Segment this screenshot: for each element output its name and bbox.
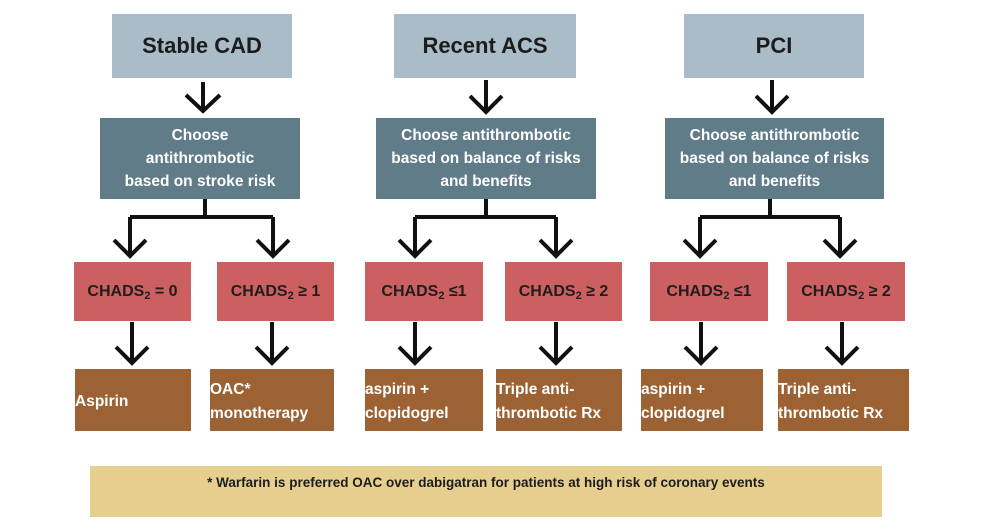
recent-acs-choose-box: Choose antithrombotic based on balance o… — [376, 118, 596, 199]
pci-title: PCI — [755, 33, 793, 58]
pci-choose-box: Choose antithrombotic based on balance o… — [665, 118, 884, 199]
chads-ge-2-box: CHADS2 ≥ 2 — [787, 262, 905, 321]
footnote-text: * Warfarin is preferred OAC over dabigat… — [207, 475, 765, 490]
stable-cad-header: Stable CAD — [112, 14, 292, 78]
pci-header: PCI — [684, 14, 864, 78]
aspirin-clopidogrel-box: aspirin + clopidogrel — [641, 369, 763, 431]
treatment-line-2: clopidogrel — [365, 405, 449, 422]
chads-label: CHADS2 ≥ 2 — [801, 282, 891, 302]
stable-cad-choose-box: Choose antithrombotic based on stroke ri… — [100, 118, 300, 199]
treatment-line-1: Triple anti- — [496, 381, 575, 398]
treatment-line-2: monotherapy — [210, 405, 309, 422]
choose-line-1: Choose antithrombotic — [689, 127, 860, 144]
chads-le-1-box: CHADS2 ≤1 — [365, 262, 483, 321]
treatment-line-2: thrombotic Rx — [496, 405, 602, 422]
chads-label: CHADS2 ≥ 2 — [518, 282, 609, 302]
chads-eq-0-box: CHADS2 = 0 — [74, 262, 191, 321]
choose-line-3: and benefits — [440, 173, 532, 190]
oac-monotherapy-box: OAC* monotherapy — [210, 369, 334, 431]
aspirin-clopidogrel-box: aspirin + clopidogrel — [365, 369, 483, 431]
chads-label: CHADS2 = 0 — [87, 282, 178, 302]
treatment-line-1: Triple anti- — [778, 381, 857, 398]
choose-line-3: and benefits — [728, 173, 821, 190]
triple-antithrombotic-box: Triple anti- thrombotic Rx — [496, 369, 622, 431]
treatment-line-2: thrombotic Rx — [778, 405, 884, 422]
chads-ge-2-box: CHADS2 ≥ 2 — [505, 262, 622, 321]
stable-cad-title: Stable CAD — [142, 33, 262, 58]
choose-line-1: Choose antithrombotic — [401, 127, 571, 144]
choose-line-1: Choose — [171, 127, 229, 144]
choose-line-2: based on balance of risks — [391, 150, 581, 167]
treatment-line-1: OAC* — [210, 381, 251, 398]
chads-le-1-box: CHADS2 ≤1 — [650, 262, 768, 321]
treatment-line-2: clopidogrel — [641, 405, 725, 422]
choose-line-2: based on balance of risks — [679, 150, 870, 167]
choose-line-2: antithrombotic — [145, 150, 255, 167]
chads-label: CHADS2 ≤1 — [381, 282, 467, 302]
chads-label: CHADS2 ≥ 1 — [230, 282, 321, 302]
chads-ge-1-box: CHADS2 ≥ 1 — [217, 262, 334, 321]
treatment-line-1: aspirin + — [365, 381, 430, 398]
footnote-box: * Warfarin is preferred OAC over dabigat… — [90, 466, 882, 517]
recent-acs-header: Recent ACS — [394, 14, 576, 78]
choose-line-3: based on stroke risk — [124, 173, 276, 190]
chads-label: CHADS2 ≤1 — [666, 282, 752, 302]
aspirin-box: Aspirin — [75, 369, 191, 431]
treatment-line-1: Aspirin — [75, 393, 129, 410]
treatment-line-1: aspirin + — [641, 381, 706, 398]
triple-antithrombotic-box: Triple anti- thrombotic Rx — [778, 369, 909, 431]
recent-acs-title: Recent ACS — [422, 33, 548, 58]
